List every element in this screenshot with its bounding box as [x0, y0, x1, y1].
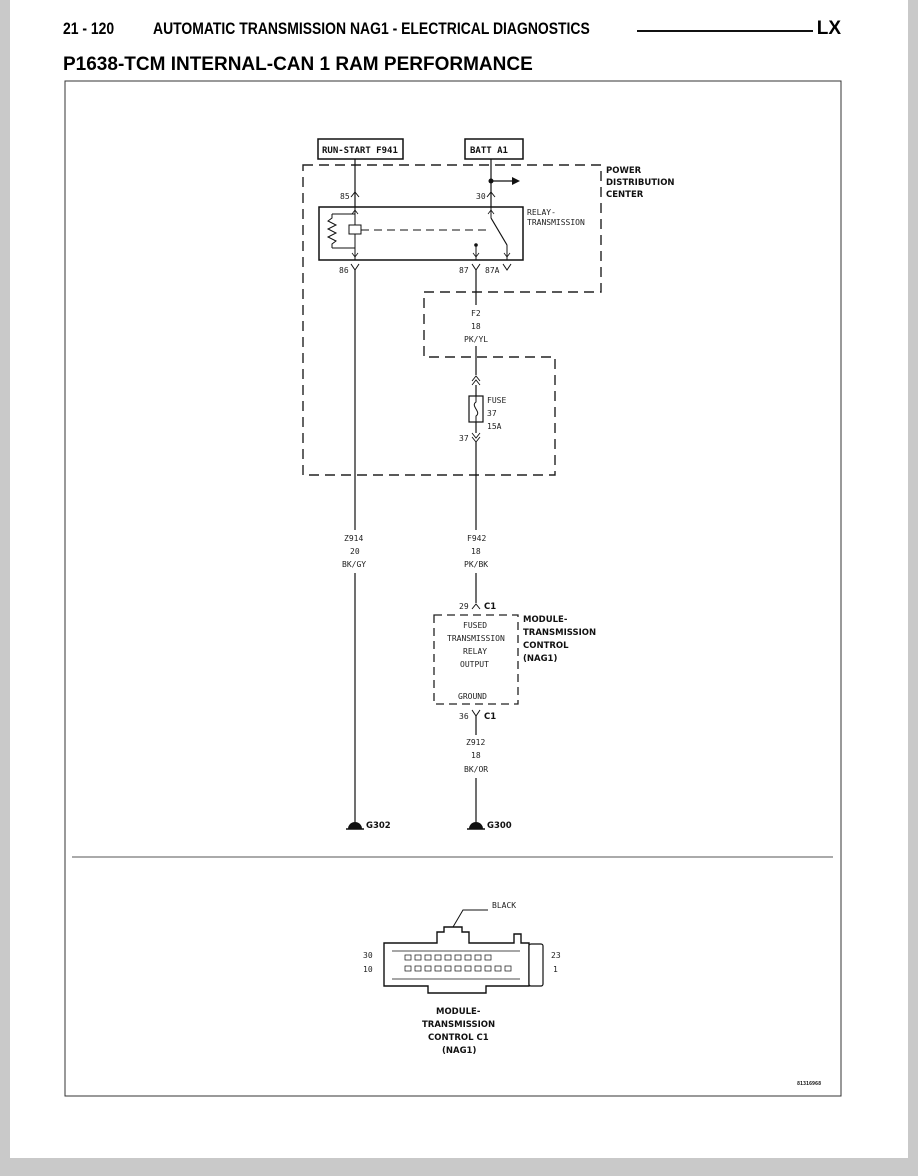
pin-85: 85: [340, 192, 350, 201]
relay-label-2: TRANSMISSION: [527, 218, 585, 227]
pin-87: 87: [459, 266, 469, 275]
ground-g300-label: G300: [487, 821, 512, 831]
pin30-arrow: [486, 191, 496, 198]
fuse-element: [473, 396, 479, 422]
fuse-label: FUSE: [487, 396, 506, 405]
relay-box: [318, 206, 524, 261]
c1-label-top: C1: [484, 602, 496, 612]
module-inner-3: RELAY: [463, 647, 487, 656]
fuse-in-arrow: [471, 375, 481, 386]
wire-f942-gauge: 18: [471, 547, 481, 556]
batt-splice-arrow: [512, 177, 520, 185]
relay-label-1: RELAY-: [527, 208, 556, 217]
module-label-1: MODULE-: [523, 615, 568, 625]
connector-color-label: BLACK: [492, 901, 516, 910]
wire-f2-gauge: 18: [471, 322, 481, 331]
pin-c1-29: 29: [459, 602, 469, 611]
module-inner-1: FUSED: [463, 621, 487, 630]
wire-z914-id: Z914: [344, 534, 363, 543]
fuse-pin: 37: [459, 434, 469, 443]
ground-g302-label: G302: [366, 821, 391, 831]
ground-g302-icon: [348, 822, 362, 829]
page-number: 21 - 120: [63, 19, 115, 38]
wire-z912-gauge: 18: [471, 751, 481, 760]
connector-label-1: MODULE-: [436, 1007, 481, 1017]
wire-z914-gauge: 20: [350, 547, 360, 556]
connector-pin-1: 1: [553, 965, 558, 974]
wire-f942-id: F942: [467, 534, 486, 543]
wire-z912-id: Z912: [466, 738, 485, 747]
batt-splice-dot: [488, 178, 494, 184]
connector-pin-30: 30: [363, 951, 373, 960]
c1-label-bottom: C1: [484, 712, 496, 722]
pin87-arrow: [471, 263, 481, 271]
ground-g300-icon: [469, 822, 483, 829]
module-inner-4: OUTPUT: [460, 660, 489, 669]
batt-box: [464, 138, 524, 160]
module-label-4: (NAG1): [523, 654, 557, 664]
wire-z912-color: BK/OR: [464, 765, 488, 774]
connector-label-4: (NAG1): [442, 1046, 476, 1056]
connector-cavities-top: [404, 954, 492, 961]
section-title: AUTOMATIC TRANSMISSION NAG1 - ELECTRICAL…: [153, 19, 590, 38]
wire-f2-id: F2: [471, 309, 481, 318]
module-inner-2: TRANSMISSION: [447, 634, 505, 643]
fuse-rating: 15A: [487, 422, 502, 431]
pdc-label-3: CENTER: [606, 190, 644, 200]
connector-pin-10: 10: [363, 965, 373, 974]
tcm-module-outline: [433, 614, 519, 705]
connector-pin-23: 23: [551, 951, 561, 960]
pdc-outline: [302, 164, 602, 476]
connector-cavities-bottom: [404, 965, 512, 972]
diagram-frame: [64, 80, 842, 1097]
black-leader-line: [452, 909, 488, 928]
run-start-label: RUN-START F941: [322, 146, 398, 156]
pin86-arrow: [350, 263, 360, 271]
model-code: LX: [816, 18, 841, 39]
relay-switch-arm: [490, 217, 508, 246]
header-rule: [637, 30, 813, 32]
batt-label: BATT A1: [470, 146, 508, 156]
wire-f2-color: PK/YL: [464, 335, 488, 344]
module-ground-label: GROUND: [458, 692, 487, 701]
pin-c1-36: 36: [459, 712, 469, 721]
pin-87a: 87A: [485, 266, 500, 275]
pdc-label-1: POWER: [606, 166, 642, 176]
figure-id: 81316968: [797, 1081, 821, 1087]
connector-latch: [528, 943, 544, 987]
connector-label-3: CONTROL C1: [428, 1033, 489, 1043]
wire-z914-color: BK/GY: [342, 560, 366, 569]
page-header: 21 - 120 AUTOMATIC TRANSMISSION NAG1 - E…: [63, 16, 843, 44]
pdc-label-2: DISTRIBUTION: [606, 178, 675, 188]
run-start-box: [317, 138, 404, 160]
c1-29-arrow: [471, 603, 481, 610]
fuse-out-arrow: [471, 432, 481, 443]
wire-f942-color: PK/BK: [464, 560, 488, 569]
module-label-3: CONTROL: [523, 641, 569, 651]
module-label-2: TRANSMISSION: [523, 628, 596, 638]
connector-label-2: TRANSMISSION: [422, 1020, 495, 1030]
fuse-number: 37: [487, 409, 497, 418]
pin87a-arrow: [502, 263, 512, 271]
connector-c1: BLACK 30 10 23 1: [363, 901, 561, 994]
coil-resistor: [326, 214, 338, 248]
pin85-arrow: [350, 191, 360, 198]
pin-30: 30: [476, 192, 486, 201]
relay-coil: [348, 224, 362, 235]
page-title: P1638-TCM INTERNAL-CAN 1 RAM PERFORMANCE: [63, 54, 533, 75]
c1-36-arrow: [471, 709, 481, 717]
pin-86: 86: [339, 266, 349, 275]
